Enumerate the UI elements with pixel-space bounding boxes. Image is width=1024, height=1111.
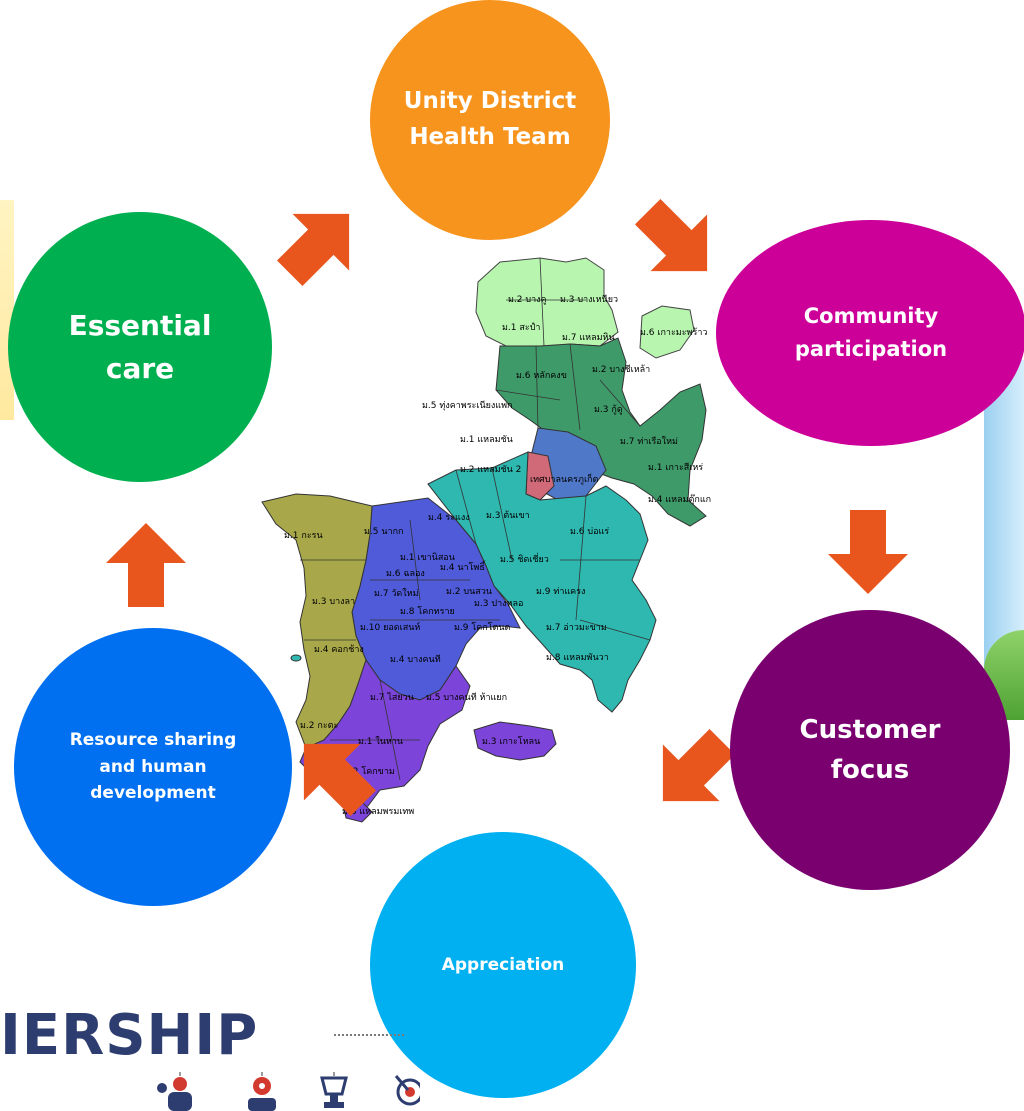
map-label: ม.2 แหลมชัน 2	[460, 465, 521, 475]
node-essential-line-2: care	[105, 352, 175, 385]
map-region-island-ne	[639, 305, 695, 359]
node-unity-district-health-team: Unity District Health Team	[370, 0, 610, 240]
map-label: ม.7 อ่าวมะขาม	[546, 623, 607, 633]
map-label: ม.1 สะปำ	[502, 322, 540, 333]
trophy-icon	[320, 1076, 348, 1108]
node-resource-line-2: and human	[99, 756, 207, 777]
map-label: ม.9 ท่าแครง	[536, 587, 585, 597]
map-label: ม.5 ชิดเชี่ยว	[500, 552, 549, 565]
target-icon	[394, 1075, 420, 1106]
map-label: ม.5 บางคนที ห้าแยก	[426, 692, 507, 703]
map-label: ม.2 โคกขาม	[344, 766, 395, 777]
map-label: ม.5 ทุ่งคาพระเนียงแพก	[422, 400, 512, 411]
node-community-line-1: Community	[803, 304, 939, 329]
node-customer-line-1: Customer	[799, 714, 941, 745]
map-label: ม.6 แหลมพรมเทพ	[342, 807, 414, 817]
map-label: ม.2 บางชีเหล้า	[592, 364, 650, 375]
node-customer-line-2: focus	[830, 755, 910, 785]
leadership-banner-text: IERSHIP	[0, 1003, 259, 1068]
connector-ticks	[179, 1072, 335, 1076]
map-label: ม.6 ฉลอง	[386, 569, 425, 579]
map-label: ม.6 เกาะมะพร้าว	[640, 327, 707, 338]
arrow-unity-to-community	[634, 198, 708, 272]
map-label: ม.4 นาโพธิ์	[440, 560, 486, 573]
node-customer-focus: Customer focus	[730, 610, 1010, 890]
map-label: ม.4 บางคนที	[390, 654, 441, 665]
map-label: ม.1 แหลมชัน	[460, 435, 513, 445]
map-label: ม.7 แหลมหิน	[562, 332, 615, 343]
arrow-appreciation-to-resource	[303, 743, 377, 817]
map-label: ม.3 บางเหนียว	[560, 294, 618, 305]
people-icon	[157, 1077, 192, 1111]
map-label: ม.2 บนสวน	[446, 587, 492, 597]
banner-icons	[157, 1072, 420, 1111]
map-borders	[300, 257, 651, 781]
map-region-island-se	[473, 721, 557, 761]
node-resource-sharing: Resource sharing and human development	[14, 628, 292, 906]
node-community-line-2: participation	[794, 337, 948, 361]
map-label: ม.8 โคกทราย	[400, 606, 455, 617]
map-label: ม.3 เกาะโหลน	[482, 736, 540, 747]
map-region-north-pale	[475, 257, 619, 349]
map-label: เทศบาลนครภูเก็ต	[530, 472, 598, 485]
node-appreciation: Appreciation	[370, 832, 636, 1098]
map-labels: ม.2 บางคู ม.3 บางเหนียว ม.1 สะปำ ม.7 แหล…	[284, 294, 711, 817]
map-label: ม.1 ในหาน	[358, 736, 403, 747]
map-label: ม.6 หลักคงข	[516, 371, 567, 381]
map-label: ม.1 เขานิสอน	[400, 552, 455, 563]
map-label: ม.2 กะตะ	[300, 721, 339, 731]
map-label: ม.4 แหลมตุ๊กแก	[648, 494, 711, 505]
banner-dotted-line	[334, 1034, 404, 1036]
map-small-island	[290, 654, 302, 662]
map-label: ม.4 คอกช้าง	[314, 644, 364, 655]
node-appreciation-line-1: Appreciation	[441, 954, 565, 975]
map-label: ม.3 บางลา	[312, 597, 355, 607]
map-label: ม.6 บ่อแร่	[570, 527, 609, 537]
node-resource-line-3: development	[90, 783, 216, 804]
arrow-essential-to-unity	[276, 213, 350, 287]
map-label: ม.5 นากก	[364, 527, 404, 537]
map-region-teal	[427, 451, 657, 713]
map-label: ม.4 ระแงง	[428, 513, 470, 523]
node-essential-care: Essential care	[8, 212, 272, 482]
node-essential-line-1: Essential	[68, 308, 212, 342]
map-label: ม.1 กะรน	[284, 531, 323, 541]
map-label: ม.2 บางคู	[508, 295, 547, 305]
map-label: ม.8 แหลมพันวา	[546, 653, 609, 663]
map-label: ม.1 เกาะสีเหร่	[648, 462, 703, 473]
map-label: ม.9 โคกโตนด	[454, 622, 511, 633]
arrow-community-to-customer	[828, 510, 908, 594]
arrow-resource-to-essential	[106, 523, 186, 607]
node-unity-line-1: Unity District	[403, 88, 577, 115]
node-unity-line-2: Health Team	[409, 124, 571, 150]
map-label: ม.7 วัดใหม่	[374, 588, 419, 599]
map-label: ม.7 ท่าเรือใหม่	[620, 436, 678, 447]
arrow-customer-to-appreciation	[662, 728, 736, 802]
node-resource-line-1: Resource sharing	[69, 730, 237, 751]
map-label: ม.7 ไสยวน	[370, 692, 414, 703]
map-label: ม.3 กู้ดู	[594, 404, 623, 415]
gear-icon	[248, 1077, 276, 1111]
map-label: ม.10 ยอดเสนห์	[360, 621, 420, 633]
map-label: ม.3 ต้นเขา	[486, 510, 530, 521]
node-community-participation: Community participation	[716, 220, 1024, 446]
map-label: ม.3 ปางหลอ	[474, 599, 523, 609]
